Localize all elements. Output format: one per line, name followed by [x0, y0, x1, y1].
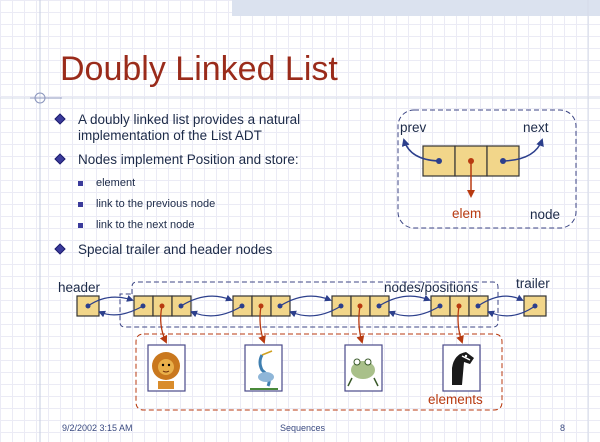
bullet-1: A doubly linked list provides a natural … [54, 112, 378, 144]
list-node-2 [232, 295, 291, 317]
square-bullet-icon [78, 181, 83, 186]
sub-bullet-1-text: element [96, 177, 136, 189]
node-dashed-box [397, 109, 577, 229]
prev-label: prev [400, 120, 427, 135]
square-bullet-icon [78, 202, 83, 207]
bullet-2-text: Nodes implement Position and store: [78, 152, 299, 167]
slide-title: Doubly Linked List [60, 50, 338, 88]
bullet-3-text: Special trailer and header nodes [78, 242, 273, 257]
sub-bullet-1: element [78, 177, 136, 189]
sub-bullet-3-text: link to the next node [96, 219, 195, 231]
nodes-positions-label: nodes/positions [384, 280, 478, 295]
footer-title: Sequences [280, 423, 326, 433]
sub-bullet-2: link to the previous node [78, 198, 216, 210]
footer-date: 9/2/2002 3:15 AM [62, 423, 133, 433]
heron-icon [244, 344, 283, 392]
frog-icon [344, 344, 383, 392]
elements-label: elements [428, 392, 483, 407]
elements-dashed-box [135, 333, 503, 411]
footer-page-number: 8 [560, 423, 566, 433]
nodes-dashed-box [119, 281, 499, 328]
trailer-label: trailer [516, 276, 550, 291]
next-label: next [523, 120, 549, 135]
elem-label: elem [452, 206, 482, 221]
next-arrow [502, 138, 544, 162]
horse-icon [442, 344, 481, 392]
square-bullet-icon [78, 223, 83, 228]
node-label: node [530, 207, 561, 222]
list-node-1 [133, 295, 192, 317]
top-band [232, 0, 600, 16]
list-links [87, 294, 536, 318]
prev-arrow [401, 138, 440, 162]
list-node-3 [331, 295, 390, 317]
sub-bullet-2-text: link to the previous node [96, 198, 216, 210]
lion-icon [147, 344, 186, 392]
header-label: header [58, 280, 101, 295]
node-prev-cell [422, 145, 456, 177]
sub-bullet-3: link to the next node [78, 219, 195, 231]
element-links [159, 305, 464, 344]
bullet-3: Special trailer and header nodes [54, 242, 398, 258]
bullet-2: Nodes implement Position and store: [54, 152, 378, 168]
bullet-1-text: A doubly linked list provides a natural … [78, 112, 301, 143]
